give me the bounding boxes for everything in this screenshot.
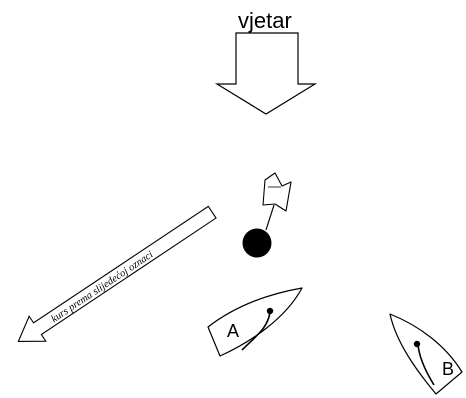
boat-b-label: B [442, 359, 454, 379]
boat-a-mast [266, 307, 274, 315]
boat-b-hull [389, 313, 463, 395]
course-label: kurs prema slijedećoj oznaci [49, 249, 155, 325]
course-arrow: kurs prema slijedećoj oznaci [17, 205, 217, 343]
boat-b: B [389, 313, 463, 395]
boat-a-sail [241, 311, 271, 351]
mark-buoy [242, 228, 272, 258]
boat-a-label: A [227, 321, 239, 341]
wind-arrow-icon [214, 32, 318, 115]
boat-b-mast [413, 340, 421, 348]
boat-b-sail [417, 343, 435, 386]
flag-icon [262, 172, 292, 231]
wind-label: vjetar [238, 8, 292, 33]
course-arrow-icon [17, 205, 217, 343]
boat-a: A [207, 287, 303, 357]
boat-a-hull [207, 287, 303, 357]
